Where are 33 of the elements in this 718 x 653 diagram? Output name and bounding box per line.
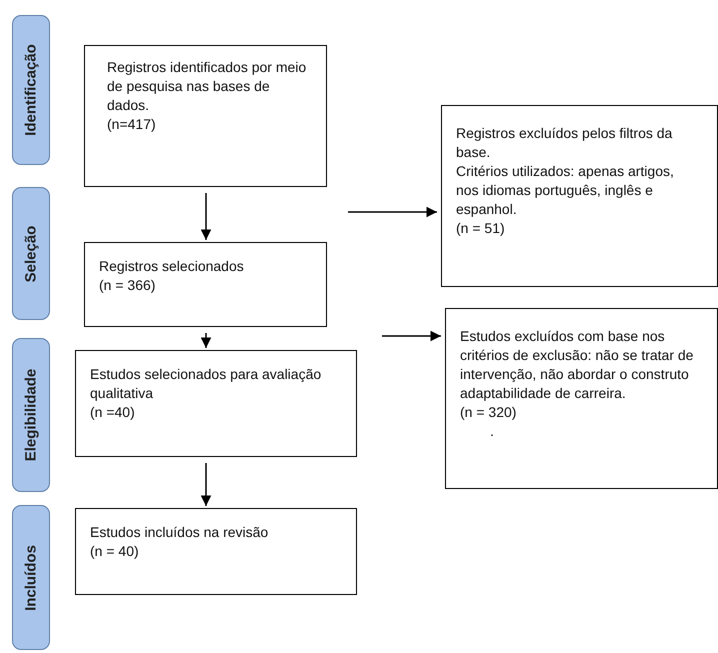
box-text: (n = 40) (90, 542, 140, 561)
box-text: Estudos excluídos com base nos critérios de exclusão: não se tratar de intervenção, não abordar o construto adaptabilidade de carreira. (460, 327, 694, 403)
arrow (348, 206, 437, 218)
box-text: (n = 366) (99, 276, 156, 295)
stage-band (12, 505, 50, 650)
arrow (200, 193, 212, 240)
box-text: (n = 51) (456, 219, 506, 238)
box-text: . (489, 422, 494, 441)
box-text: (n=417) (107, 115, 157, 134)
box-text: Registros identificados por meio de pesquisa nas bases de dados. (107, 58, 308, 115)
box-text: (n = 320) (460, 403, 518, 422)
arrow (200, 463, 212, 506)
stage-band (12, 15, 50, 165)
box-text: Critérios utilizados: apenas artigos, nos idiomas português, inglês e espanhol. (456, 162, 675, 219)
process-box (75, 508, 357, 595)
stage-label: Elegibilidade (22, 368, 40, 462)
stage-band (12, 187, 50, 320)
box-text: Estudos incluídos na revisão (90, 523, 270, 542)
box-text: (n =40) (90, 403, 136, 422)
stage-label: Incluídos (22, 544, 40, 610)
box-text: Estudos selecionados para avaliação qualitativa (90, 365, 322, 403)
process-box (441, 105, 718, 287)
arrow (200, 333, 212, 348)
box-text: Registros selecionados (99, 257, 245, 276)
box-text: Registros excluídos pelos filtros da base. (456, 124, 674, 162)
process-box (84, 242, 327, 327)
stage-label: Identificação (22, 44, 40, 136)
process-box (84, 45, 327, 187)
arrow (382, 330, 441, 342)
stage-band (12, 338, 50, 492)
process-box (445, 308, 718, 489)
process-box (75, 350, 357, 457)
stage-label: Seleção (22, 225, 40, 282)
